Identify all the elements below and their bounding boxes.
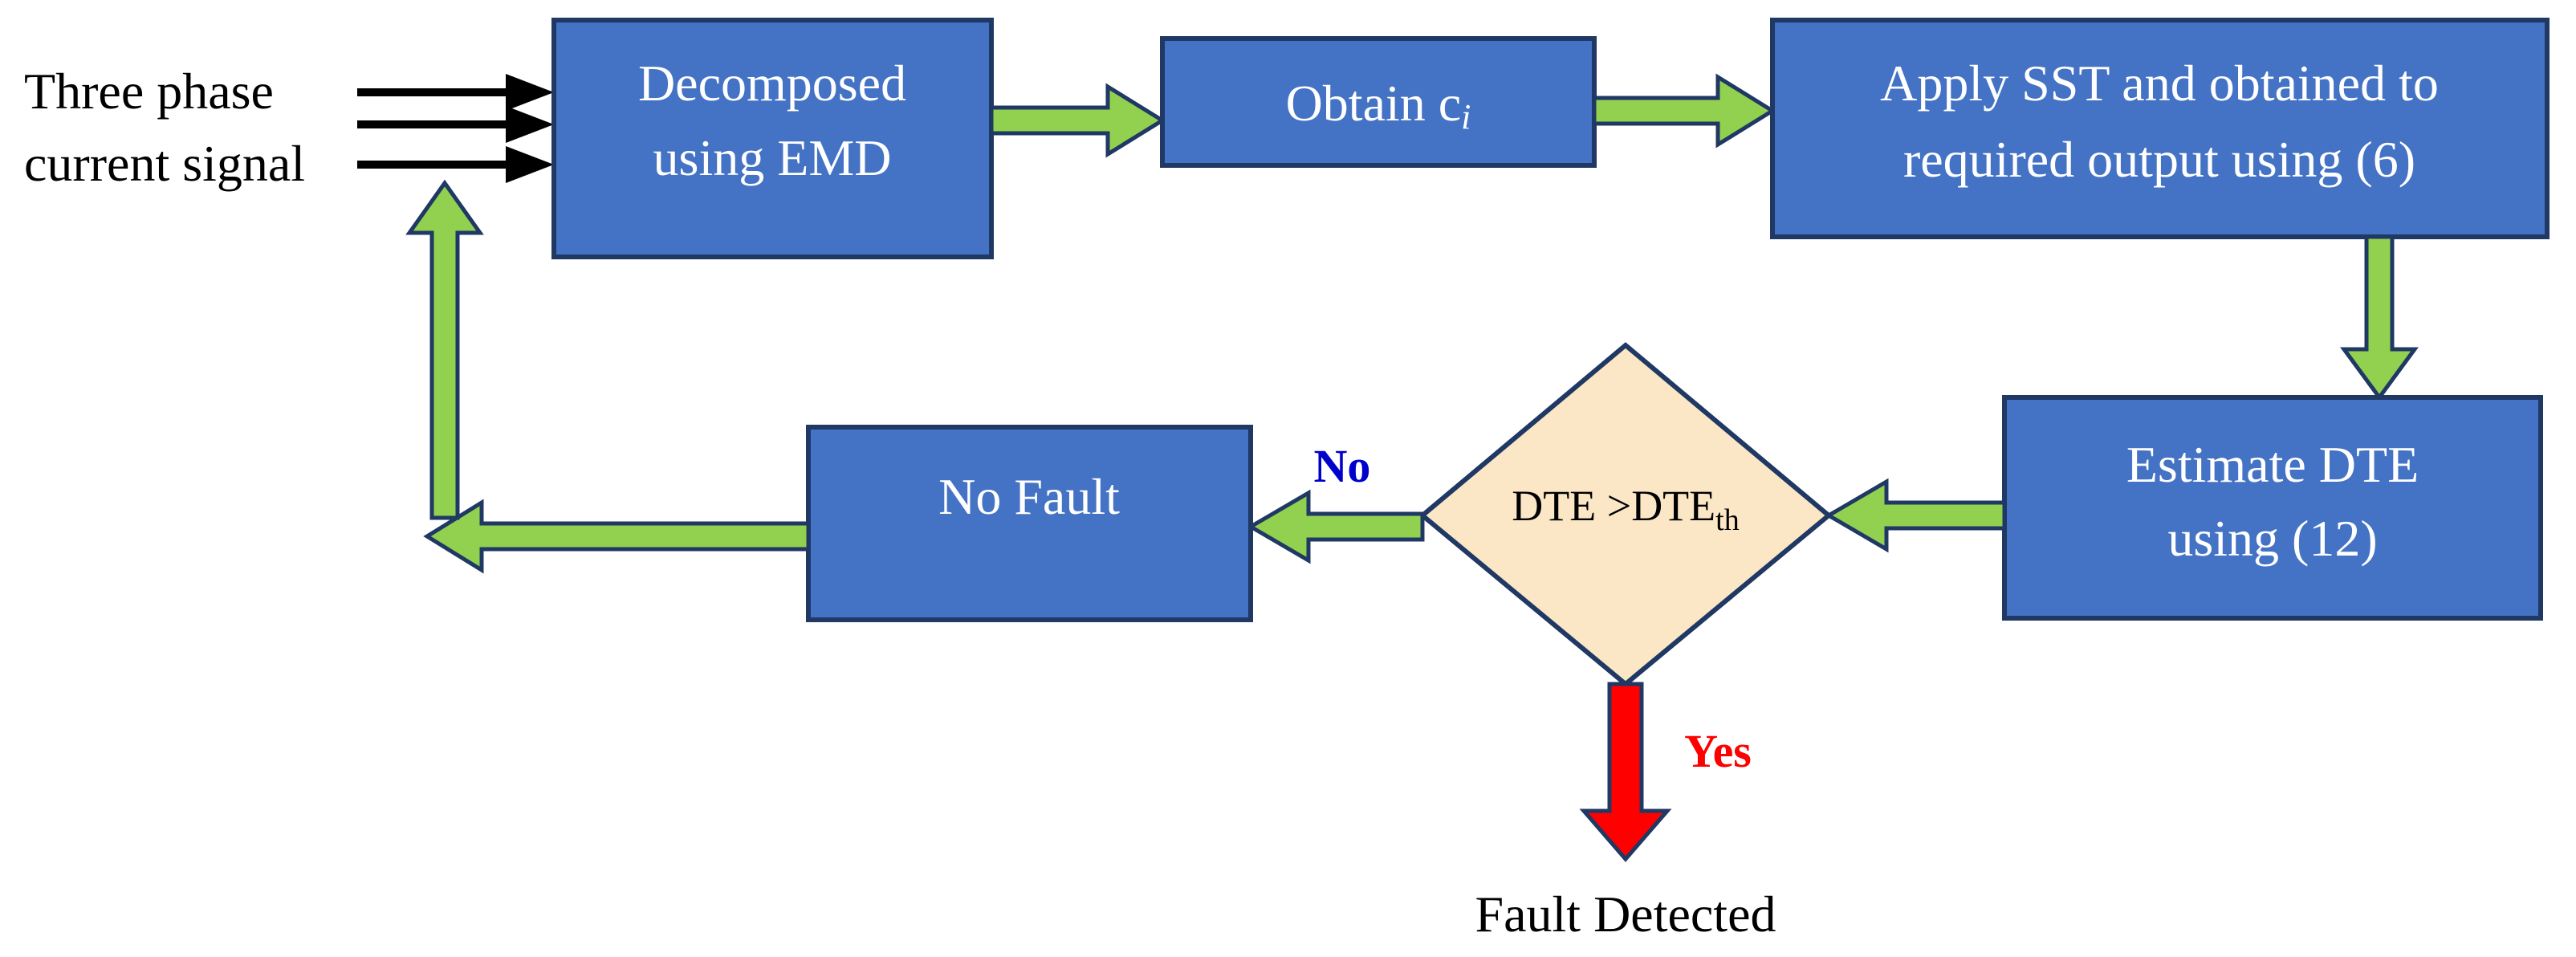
arrow-apply-to-estimate-icon xyxy=(2340,234,2419,401)
no-fault-box: No Fault xyxy=(806,425,1253,622)
obtain-subscript: i xyxy=(1461,97,1471,136)
arrow-decompose-to-obtain-icon xyxy=(989,83,1166,158)
input-arrows-icon xyxy=(357,74,554,183)
apply-sst-box: Apply SST and obtained to required outpu… xyxy=(1770,18,2550,239)
fault-detected-text: Fault Detected xyxy=(1475,886,1776,943)
input-label-line2: current signal xyxy=(24,135,305,192)
no-label: No xyxy=(1314,440,1371,492)
obtain-box: Obtain ci xyxy=(1160,36,1597,168)
decompose-line1: Decomposed xyxy=(638,55,906,112)
obtain-label: Obtain c xyxy=(1286,75,1462,132)
apply-line2: required output using (6) xyxy=(1903,131,2415,188)
decompose-line2: using EMD xyxy=(653,129,892,186)
decision-label: DTE >DTE xyxy=(1512,482,1715,530)
estimate-dte-box: Estimate DTE using (12) xyxy=(2002,395,2543,621)
arrow-feedback-up-icon xyxy=(405,179,484,520)
arrow-decision-to-nofault-icon xyxy=(1247,489,1425,564)
arrow-yes-down-icon xyxy=(1579,682,1672,862)
yes-label: Yes xyxy=(1684,725,1752,777)
decision-diamond: DTE >DTEth xyxy=(1418,342,1833,687)
decompose-box: Decomposed using EMD xyxy=(551,18,994,259)
estimate-line2: using (12) xyxy=(2167,510,2377,567)
arrow-nofault-to-left-icon xyxy=(423,499,811,574)
decision-subscript: th xyxy=(1715,503,1740,537)
obtain-text: Obtain ci xyxy=(1286,75,1471,136)
estimate-line1: Estimate DTE xyxy=(2126,436,2419,493)
arrow-estimate-to-decision-icon xyxy=(1825,478,2007,553)
arrow-obtain-to-apply-icon xyxy=(1592,73,1776,149)
decision-text: DTE >DTEth xyxy=(1512,482,1739,537)
apply-line1: Apply SST and obtained to xyxy=(1880,55,2439,112)
no-fault-text: No Fault xyxy=(938,468,1120,525)
input-label-line1: Three phase xyxy=(24,63,274,120)
